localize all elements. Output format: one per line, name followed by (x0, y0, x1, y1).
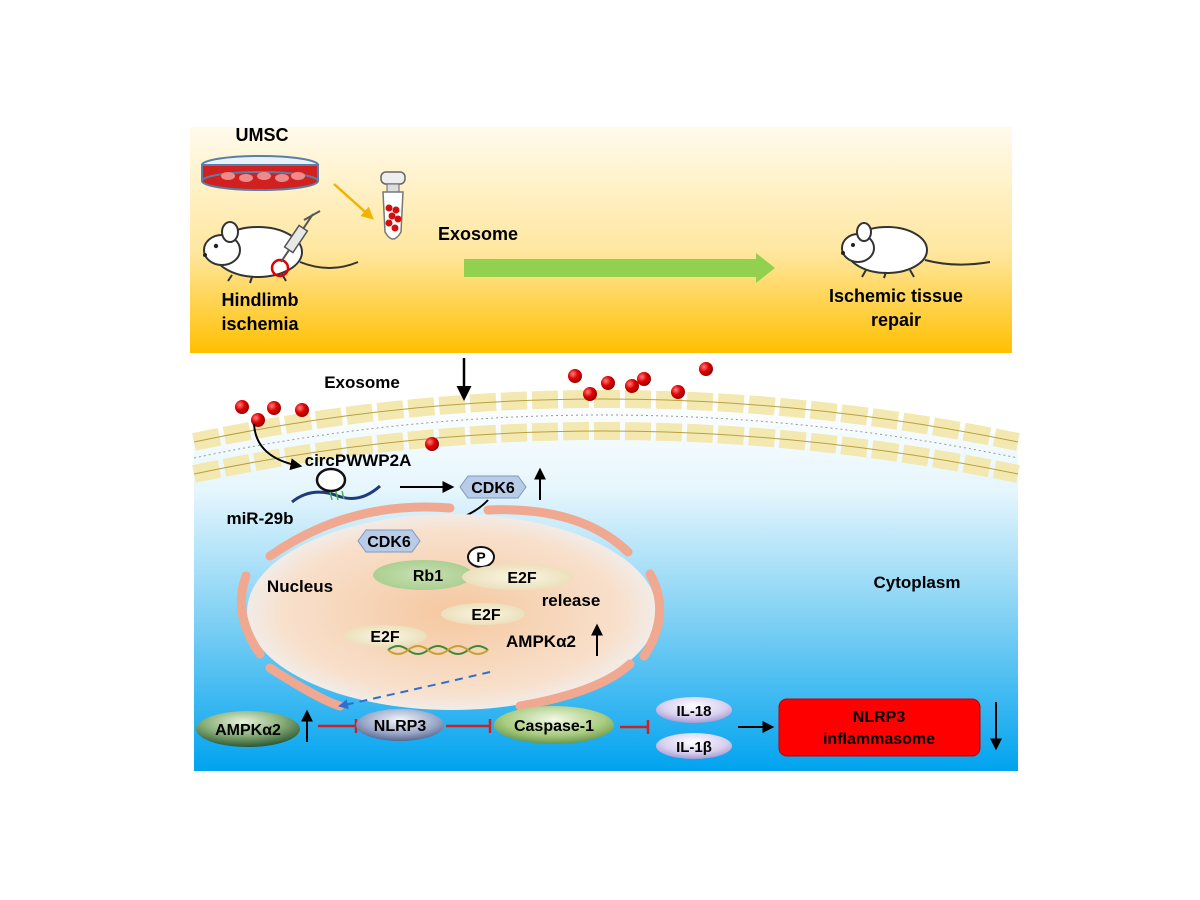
nlrp3-node (356, 709, 444, 741)
hindlimb-label-line2: ischemia (221, 314, 299, 334)
e2f-node-1 (462, 564, 574, 590)
ischemic-mouse-icon (203, 221, 359, 284)
nlrp3-label: NLRP3 (374, 718, 427, 735)
hindlimb-label-line1: Hindlimb (222, 290, 299, 310)
inflammasome-label-line1: NLRP3 (853, 709, 906, 726)
phosphate-label: P (476, 549, 485, 565)
dish-to-tube-arrow (333, 183, 374, 220)
e2f-label-2: E2F (471, 607, 501, 624)
circpwwp2a-label: circPWWP2A (305, 451, 412, 470)
umsc-label: UMSC (236, 125, 289, 145)
exosome-treatment-label: Exosome (438, 224, 518, 244)
il1b-label: IL-1β (676, 739, 712, 756)
cdk6-nucleus-label: CDK6 (367, 534, 411, 551)
caspase-inhibits-interleukins (620, 720, 650, 734)
repair-label-line1: Ischemic tissue (829, 286, 963, 306)
rb1-node (373, 560, 473, 590)
dna-helix-icon (387, 645, 489, 655)
phosphate-badge: P (467, 546, 495, 568)
ampk-node (196, 711, 300, 747)
e2f-node-3 (343, 625, 427, 647)
e2f-label-3: E2F (370, 629, 400, 646)
exosome-entry-arrow (253, 423, 303, 471)
repaired-mouse-icon (841, 222, 991, 279)
ampk-inhibits-nlrp3 (318, 719, 358, 733)
inflammasome-label-line2: inflammasome (823, 731, 935, 748)
exosome-cell-label: Exosome (324, 373, 400, 392)
e2f-label-1: E2F (507, 570, 537, 587)
exosome-tube-icon (380, 171, 406, 240)
nlrp3-inhibits-caspase (446, 719, 492, 733)
mir29b-label: miR-29b (226, 509, 293, 528)
rb1-label: Rb1 (413, 568, 443, 585)
circrna-mirna-complex (291, 467, 382, 504)
nucleus-label: Nucleus (267, 577, 333, 596)
cell-membrane (192, 390, 1020, 483)
ampk-label: AMPKα2 (215, 722, 281, 739)
treatment-arrow (464, 253, 775, 283)
cdk6-cytoplasm-node: CDK6 (459, 475, 527, 499)
cdk6-nucleus-node: CDK6 (357, 529, 421, 553)
e2f-node-2 (441, 603, 525, 625)
syringe-icon (280, 210, 321, 263)
ampk-export-arrow (338, 671, 491, 710)
il1b-node (656, 733, 732, 759)
inflammasome-box (778, 698, 981, 757)
petri-dish-icon (201, 155, 319, 191)
il18-node (656, 697, 732, 723)
repair-label-line2: repair (871, 310, 921, 330)
cytoplasm-label: Cytoplasm (874, 573, 961, 592)
release-label: release (542, 591, 601, 610)
caspase1-node (494, 706, 614, 744)
caspase1-label: Caspase-1 (514, 718, 594, 735)
exosome-particles (235, 362, 713, 451)
il18-label: IL-18 (676, 703, 711, 720)
cdk6-cytoplasm-label: CDK6 (471, 480, 515, 497)
ampk-nucleus-label: AMPKα2 (506, 632, 576, 651)
